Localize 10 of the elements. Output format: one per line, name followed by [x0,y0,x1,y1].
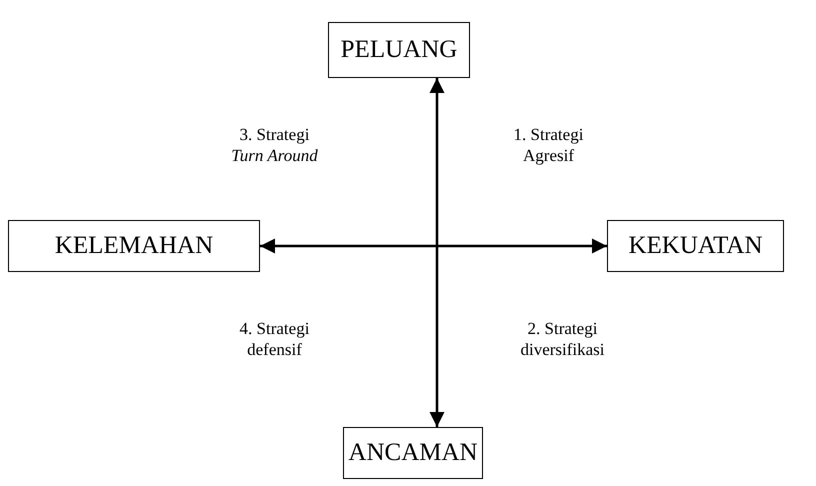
label-box: PELUANG [328,22,470,78]
quadrant-label: 1. Strategi Agresif [512,124,584,166]
label-box: KELEMAHAN [8,220,260,272]
quadrant-label: 2. Strategi diversifikasi [519,318,606,360]
label-box: KEKUATAN [607,220,784,272]
quadrant-label: 3. Strategi Turn Around [230,124,319,166]
axis-arrow [260,238,607,254]
axis-arrow [430,78,444,427]
quadrant-label: 4. Strategi defensif [238,318,310,360]
label-box: ANCAMAN [343,427,483,479]
